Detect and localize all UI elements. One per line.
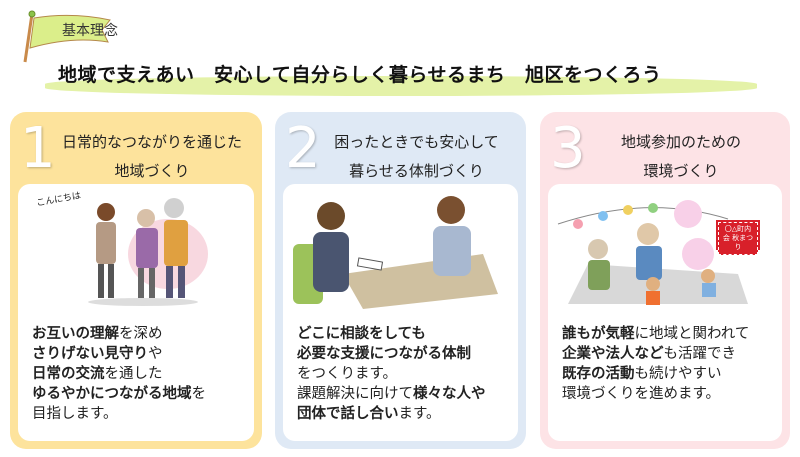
description-line: 既存の活動も続けやすい xyxy=(562,364,749,384)
title-line: 環境づくり xyxy=(643,162,719,180)
emphasis-text: 日常の交流 xyxy=(32,366,105,382)
emphasis-text: 誰もが気軽 xyxy=(562,326,635,342)
description-line: 誰もが気軽に地域と関われて xyxy=(562,324,749,344)
card-1: 1 日常的なつながりを通じた 地域づくり こんにちは お互いの理解を深めさりげな… xyxy=(10,112,262,449)
emphasis-text: ゆるやかにつながる地域 xyxy=(32,386,192,402)
title-line: 暮らせる体制づくり xyxy=(349,162,484,180)
emphasis-text: さりげない見守り xyxy=(32,346,148,362)
emphasis-text: どこに相談をしても xyxy=(297,326,426,342)
card-description: お互いの理解を深めさりげない見守りや日常の交流を通したゆるやかにつながる地域を目… xyxy=(32,324,206,424)
card-number: 2 xyxy=(285,116,321,181)
emphasis-text: お互いの理解 xyxy=(32,326,119,342)
description-line: どこに相談をしても xyxy=(297,324,486,344)
emphasis-text: 必要な支援につながる体制 xyxy=(297,346,471,362)
description-line: 課題解決に向けて様々な人や xyxy=(297,384,486,404)
title-line: 地域づくり xyxy=(114,162,190,180)
title-line: 日常的なつながりを通じた xyxy=(61,133,242,151)
description-line: 必要な支援につながる体制 xyxy=(297,344,486,364)
card-number: 3 xyxy=(550,116,586,181)
card-2: 2 困ったときでも安心して 暮らせる体制づくり どこに相談をしても必要な支援につ… xyxy=(275,112,526,449)
text: を xyxy=(191,386,207,402)
text: に地域と関われて xyxy=(634,326,750,342)
text: 目指します。 xyxy=(32,406,118,422)
consultation-illustration xyxy=(293,196,498,309)
text: 課題解決に向けて xyxy=(297,386,413,402)
flag-label: 基本理念 xyxy=(62,23,118,39)
emphasis-text: 団体で話し合い xyxy=(297,406,399,422)
text: をつくります。 xyxy=(297,366,398,382)
text: を深め xyxy=(119,326,163,342)
emphasis-text: 企業や法人など xyxy=(562,346,664,362)
card-content: 〇△町内会 秋まつり 誰もが気軽に地域と関われて企業や法人なども活躍でき既存の活… xyxy=(548,184,782,441)
text: も活躍でき xyxy=(663,346,737,362)
description-line: 日常の交流を通した xyxy=(32,364,206,384)
card-title: 日常的なつながりを通じた 地域づくり xyxy=(48,128,256,186)
card-content: こんにちは お互いの理解を深めさりげない見守りや日常の交流を通したゆるやかにつな… xyxy=(18,184,254,441)
description-line: をつくります。 xyxy=(297,364,486,384)
slogan-underline xyxy=(45,76,757,96)
card-title: 困ったときでも安心して 暮らせる体制づくり xyxy=(313,128,520,186)
title-line: 困ったときでも安心して xyxy=(334,133,499,151)
text: 環境づくりを進めます。 xyxy=(562,386,721,402)
text: や xyxy=(148,346,163,362)
card-number: 1 xyxy=(20,116,56,181)
neighbors-illustration xyxy=(88,198,208,306)
card-title: 地域参加のための 環境づくり xyxy=(578,128,784,186)
description-line: さりげない見守りや xyxy=(32,344,206,364)
description-line: 環境づくりを進めます。 xyxy=(562,384,749,404)
text: も続けやすい xyxy=(634,366,722,382)
description-line: 目指します。 xyxy=(32,404,206,424)
card-description: どこに相談をしても必要な支援につながる体制をつくります。課題解決に向けて様々な人… xyxy=(297,324,486,424)
text: ます。 xyxy=(398,406,441,422)
description-line: 企業や法人なども活躍でき xyxy=(562,344,749,364)
title-line: 地域参加のための xyxy=(620,133,741,151)
card-content: どこに相談をしても必要な支援につながる体制をつくります。課題解決に向けて様々な人… xyxy=(283,184,518,441)
card-3: 3 地域参加のための 環境づくり 〇△町内会 秋まつり 誰もが気軽に地域と関われ… xyxy=(540,112,790,449)
description-line: お互いの理解を深め xyxy=(32,324,206,344)
text: を通した xyxy=(104,366,163,382)
emphasis-text: 様々な人や xyxy=(413,386,486,402)
emphasis-text: 既存の活動 xyxy=(562,366,635,382)
description-line: 団体で話し合います。 xyxy=(297,404,486,424)
festival-sign: 〇△町内会 秋まつり xyxy=(718,222,758,255)
slogan: 地域で支えあい 安心して自分らしく暮らせるまち 旭区をつくろう xyxy=(58,64,662,86)
description-line: ゆるやかにつながる地域を xyxy=(32,384,206,404)
flag-icon xyxy=(23,10,111,63)
card-description: 誰もが気軽に地域と関われて企業や法人なども活躍でき既存の活動も続けやすい環境づく… xyxy=(562,324,749,404)
